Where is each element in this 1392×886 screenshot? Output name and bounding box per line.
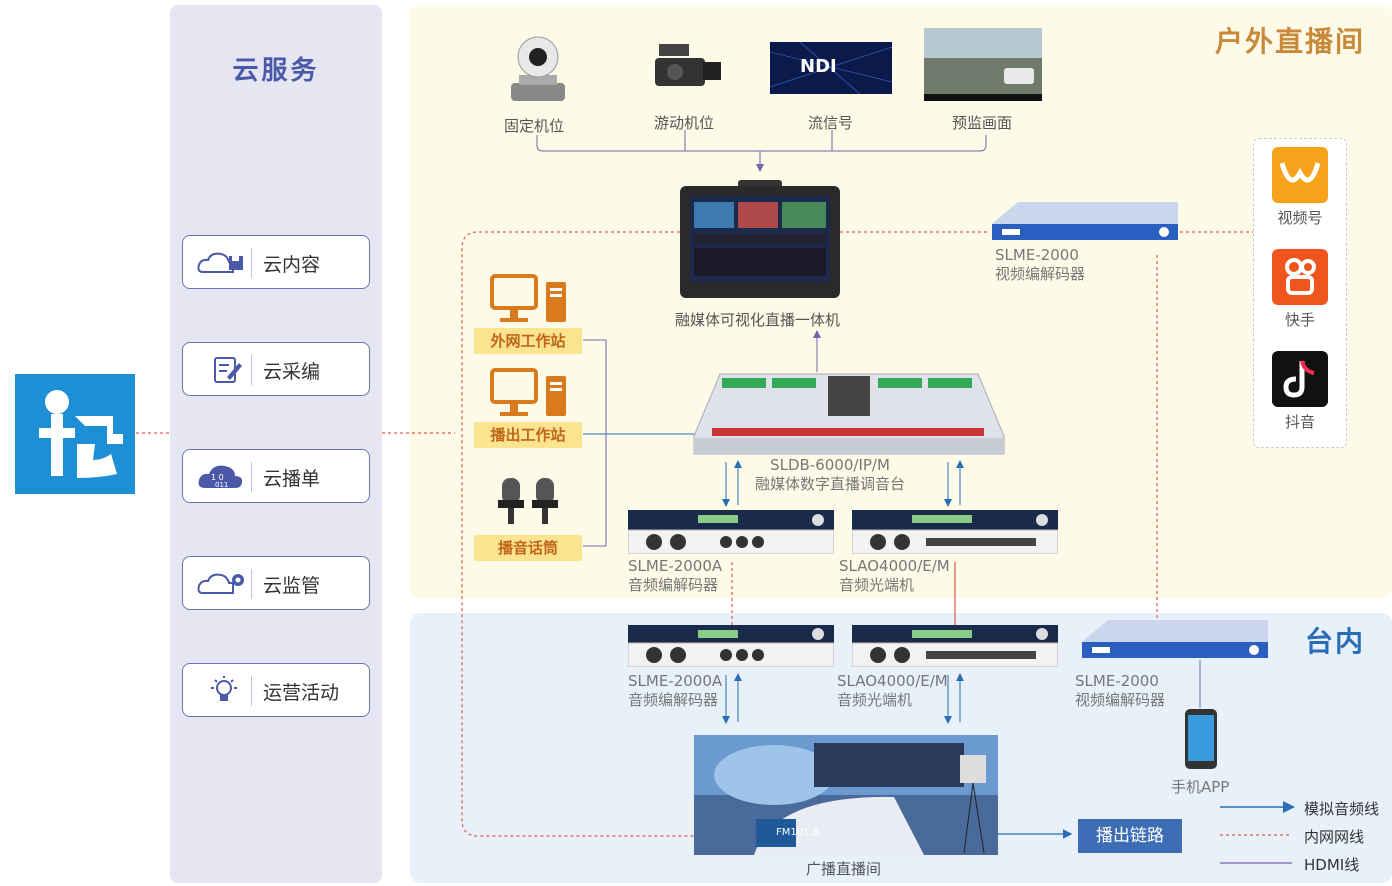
fixed-camera-label: 固定机位	[504, 117, 565, 135]
cloud-services-title: 云服务	[232, 56, 320, 86]
mixing-console-image	[692, 372, 1006, 456]
ndi-stream-image: NDI	[769, 41, 893, 95]
studio-label: 广播直播间	[806, 860, 882, 878]
indoor-video-codec-desc: 视频编解码器	[1075, 691, 1166, 709]
cloud-monitor-label: 云监管	[263, 575, 321, 597]
indoor-video-codec-image	[1078, 618, 1270, 660]
outdoor-video-codec-model: SLME-2000	[995, 246, 1079, 264]
cloud-content-button[interactable]: 云内容	[182, 235, 370, 289]
broadcast-workstation-icon	[490, 368, 570, 424]
cloud-editing-button[interactable]: 云采编	[182, 342, 370, 396]
ndi-logo: NDI	[800, 56, 837, 77]
indoor-video-codec-model: SLME-2000	[1075, 672, 1159, 690]
svg-text:011: 011	[215, 481, 228, 489]
legend-hdmi: HDMI线	[1304, 856, 1360, 874]
indoor-audio-codec-model: SLME-2000A	[628, 672, 723, 690]
cloud-save-icon	[197, 248, 247, 276]
outdoor-audio-codec-model: SLME-2000A	[628, 557, 723, 575]
cloud-services-panel	[170, 5, 382, 883]
camcorder-image	[645, 40, 725, 95]
outdoor-title: 户外直播间	[1215, 25, 1366, 58]
video-channel-icon	[1272, 147, 1328, 203]
douyin-icon	[1272, 351, 1328, 407]
social-platforms-panel: 视频号 快手 抖音	[1253, 138, 1347, 448]
microphone-icon	[496, 474, 560, 530]
indoor-optical-model: SLAO4000/E/M	[837, 672, 948, 690]
all-in-one-label: 融媒体可视化直播一体机	[675, 311, 841, 329]
outdoor-video-codec-label: SLME-2000 视频编解码器	[995, 246, 1085, 284]
ptz-camera-image	[505, 35, 571, 105]
mobile-camera-label: 游动机位	[654, 114, 715, 132]
external-workstation-icon	[490, 274, 570, 330]
indoor-optical-image	[851, 625, 1059, 668]
stream-signal-label: 流信号	[808, 114, 854, 132]
console-model: SLDB-6000/IP/M	[770, 456, 890, 474]
lightbulb-icon	[197, 676, 247, 704]
outdoor-optical-desc: 音频光端机	[839, 576, 915, 594]
kuaishou-icon	[1272, 249, 1328, 305]
broadcast-workstation-tag: 播出工作站	[474, 422, 582, 448]
outdoor-optical-model: SLAO4000/E/M	[839, 557, 950, 575]
indoor-title: 台内	[1305, 625, 1366, 658]
smartphone-icon	[1184, 708, 1218, 770]
console-desc: 融媒体数字直播调音台	[754, 475, 905, 493]
all-in-one-machine-image	[678, 180, 842, 302]
indoor-optical-label: SLAO4000/E/M 音频光端机	[837, 672, 948, 710]
cloud-playlist-label: 云播单	[263, 468, 321, 490]
microphone-tag: 播音话筒	[474, 535, 582, 561]
outdoor-video-codec-image	[988, 200, 1180, 242]
indoor-optical-desc: 音频光端机	[837, 691, 913, 709]
legend-analog-audio: 模拟音频线	[1304, 800, 1380, 818]
cloud-content-label: 云内容	[263, 254, 321, 276]
cloud-monitor-button[interactable]: 云监管	[182, 556, 370, 610]
indoor-video-codec-label: SLME-2000 视频编解码器	[1075, 672, 1165, 710]
outdoor-audio-codec-label: SLME-2000A 音频编解码器	[628, 557, 722, 595]
preview-label: 预监画面	[952, 114, 1013, 132]
operations-button[interactable]: 运营活动	[182, 663, 370, 717]
video-channel-label: 视频号	[1277, 209, 1323, 227]
indoor-audio-codec-desc: 音频编解码器	[628, 691, 719, 709]
operations-label: 运营活动	[263, 682, 340, 704]
indoor-audio-codec-label: SLME-2000A 音频编解码器	[628, 672, 722, 710]
cloud-gear-icon	[197, 569, 247, 597]
external-workstation-tag: 外网工作站	[474, 328, 582, 354]
phone-app-label: 手机APP	[1171, 778, 1230, 796]
svg-text:1 0: 1 0	[211, 473, 224, 482]
outdoor-optical-label: SLAO4000/E/M 音频光端机	[839, 557, 950, 595]
broadcast-output-box: 播出链路	[1078, 819, 1182, 853]
preview-screen-image	[924, 28, 1042, 101]
outdoor-audio-codec-image	[627, 510, 835, 555]
broadcast-studio-image: FM101.8	[694, 735, 998, 855]
cloud-editing-label: 云采编	[263, 361, 321, 383]
douyin-label: 抖音	[1284, 413, 1315, 431]
console-label: SLDB-6000/IP/M 融媒体数字直播调音台	[752, 456, 908, 494]
studio-sign: FM101.8	[776, 827, 820, 838]
kuaishou-label: 快手	[1284, 311, 1315, 329]
outdoor-audio-codec-desc: 音频编解码器	[628, 576, 719, 594]
indoor-audio-codec-image	[627, 625, 835, 668]
edit-document-icon	[197, 355, 247, 383]
outdoor-optical-image	[851, 510, 1059, 555]
kuai-logo-icon	[15, 374, 135, 494]
legend-intranet: 内网网线	[1304, 828, 1365, 846]
outdoor-video-codec-desc: 视频编解码器	[995, 265, 1086, 283]
